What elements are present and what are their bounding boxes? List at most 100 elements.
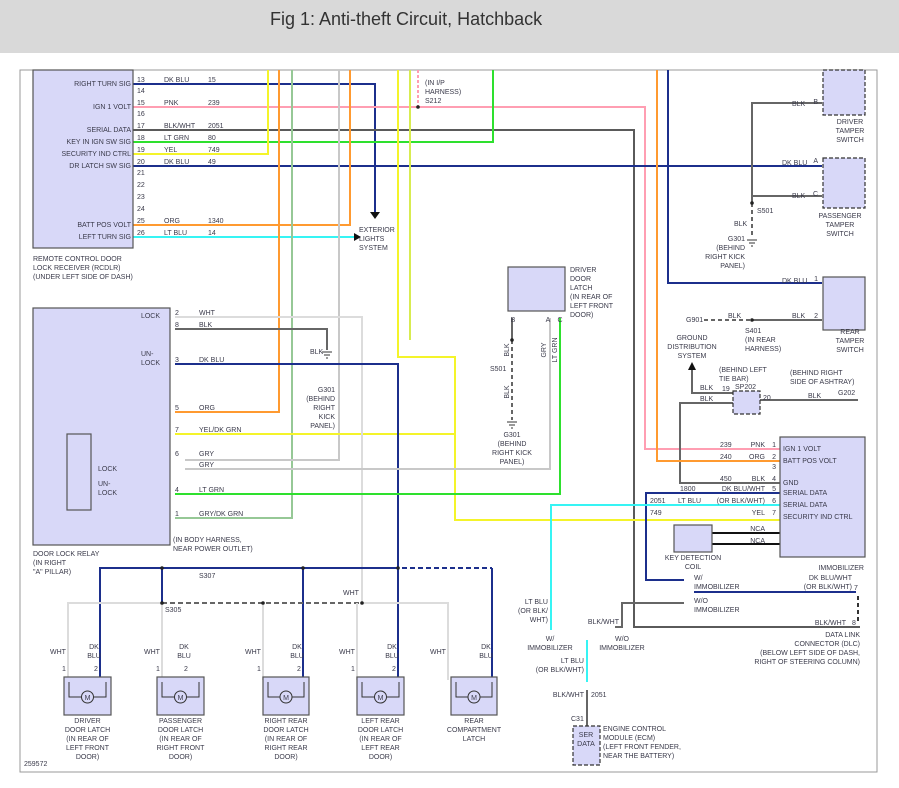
driver-door-latch-name: DRIVER [570, 267, 596, 274]
pin-number: A [813, 158, 818, 165]
g301-label: RIGHT [313, 405, 336, 412]
driver-tamper-name: DRIVER [837, 119, 863, 126]
ground-icon [322, 351, 332, 359]
latch-label: DOOR) [369, 754, 392, 761]
latch-label: (IN REAR OF [66, 736, 108, 743]
wire-color: BLK [310, 349, 324, 356]
rcdlr-module [32, 69, 134, 249]
door-lock-relay-name: DOOR LOCK RELAY [33, 551, 100, 558]
door-latch-actuator: M [262, 676, 310, 716]
arrow-icon [688, 362, 696, 370]
wire-rear-comp-wht [362, 602, 449, 680]
wire-color: BLU [87, 653, 101, 660]
ecm-label: (LEFT FRONT FENDER, [603, 744, 681, 751]
w-immobilizer-label: IMMOBILIZER [527, 645, 573, 652]
splice-dot [360, 601, 364, 605]
pin-number: 2 [184, 666, 188, 673]
w-immobilizer-label: W/ [546, 636, 555, 643]
ecm-ltblu-wire: (OR BLK/ [518, 608, 548, 615]
wire-color: BLK [792, 313, 806, 320]
wo-immobilizer-label: IMMOBILIZER [694, 607, 740, 614]
pin-function: SECURITY IND CTRL [783, 514, 853, 521]
g202-location: (BEHIND RIGHT [790, 370, 843, 377]
circuit-number: 239 [720, 442, 732, 449]
pin-number: 1 [156, 666, 160, 673]
wire-rear-tamper-1 [667, 70, 822, 284]
relay-controller [66, 433, 92, 511]
splice-location: NEAR POWER OUTLET) [173, 546, 253, 553]
pin-number: 1 [62, 666, 66, 673]
pin-number: 2 [297, 666, 301, 673]
s305-label: S305 [165, 607, 181, 614]
splice-dot [160, 566, 164, 570]
pin-function: RIGHT TURN SIG [74, 81, 131, 88]
circuit-number: 2051 [650, 498, 666, 505]
wire-color: BLK [700, 396, 714, 403]
driver-tamper-name: SWITCH [836, 137, 864, 144]
sp202-label: SP202 [735, 384, 756, 391]
diagram-frame [19, 69, 878, 773]
wire-relay-blk [175, 328, 328, 350]
g301-latch-label: PANEL) [500, 459, 525, 466]
pin-number: 3 [175, 357, 179, 364]
latch-label: DOOR LATCH [358, 727, 403, 734]
dlc-label: RIGHT OF STEERING COLUMN) [754, 659, 860, 666]
splice-dot [396, 566, 400, 570]
wo-immobilizer-label: IMMOBILIZER [599, 645, 645, 652]
motor-symbol: M [471, 695, 477, 702]
pin-function: SERIAL DATA [783, 490, 828, 497]
pin-number: 16 [137, 111, 145, 118]
pin-number: 14 [137, 88, 145, 95]
dlc-label: (BELOW LEFT SIDE OF DASH, [760, 650, 860, 657]
driver-door-latch-switch [507, 266, 566, 312]
wire-key-in-ign [133, 70, 494, 143]
wire-color: BLK [700, 385, 714, 392]
latch-label: RIGHT REAR [264, 745, 307, 752]
pin-number: 2 [814, 313, 818, 320]
pin-number: B [511, 317, 516, 324]
exterior-lights-label: SYSTEM [359, 245, 388, 252]
wire-batt-pos [133, 70, 351, 226]
dlc-label: CONNECTOR (DLC) [794, 641, 860, 648]
dlc-pin7-wire: (OR BLK/WHT) [804, 584, 852, 591]
wire-color: ORG [164, 218, 180, 225]
dlc-pin7-wire: DK BLU/WHT [809, 575, 853, 582]
splice-dot [510, 338, 514, 342]
driver-door-latch-name: (IN REAR OF [570, 294, 612, 301]
latch-label: PASSENGER [159, 718, 202, 725]
g301-tamper-label: PANEL) [720, 263, 745, 270]
rcdlr-name: (UNDER LEFT SIDE OF DASH) [33, 274, 133, 281]
pin-function: SERIAL DATA [87, 127, 132, 134]
relay-unlock-label: UN- [141, 351, 154, 358]
ecm-pin-label: DATA [577, 741, 595, 748]
splice-dot [160, 601, 164, 605]
pin-number: 1 [814, 276, 818, 283]
pin-number: 2 [392, 666, 396, 673]
wire-relay-gry-2 [185, 318, 551, 470]
g901-label: G901 [686, 317, 703, 324]
ecm-ltblu-wire: WHT) [530, 617, 548, 624]
pin-number: 6 [772, 498, 776, 505]
wire-color: BLK [792, 193, 806, 200]
pin-number: 7 [772, 510, 776, 517]
wire-immob-serial-1 [645, 492, 780, 581]
s501-label: S501 [490, 366, 506, 373]
ecm-label: ENGINE CONTROL [603, 726, 666, 733]
passenger-tamper-name: SWITCH [826, 231, 854, 238]
driver-door-latch-name: DOOR [570, 276, 591, 283]
pin-number: 2 [175, 310, 179, 317]
pin-number: C [813, 191, 818, 198]
rear-tamper-name: SWITCH [836, 347, 864, 354]
s401-label: HARNESS) [745, 346, 781, 353]
ecm-label: MODULE (ECM) [603, 735, 655, 742]
wire-color: DK [387, 644, 397, 651]
ground-distribution-label: GROUND [676, 335, 707, 342]
door-lock-relay-name: "A" PILLAR) [33, 569, 71, 576]
g202-location: SIDE OF ASHTRAY) [790, 379, 854, 386]
g301-label: KICK [319, 414, 336, 421]
dlc-label: DATA LINK [825, 632, 860, 639]
motor-symbol: M [283, 695, 289, 702]
exterior-lights-label: LIGHTS [359, 236, 385, 243]
circuit-number: 49 [208, 159, 216, 166]
